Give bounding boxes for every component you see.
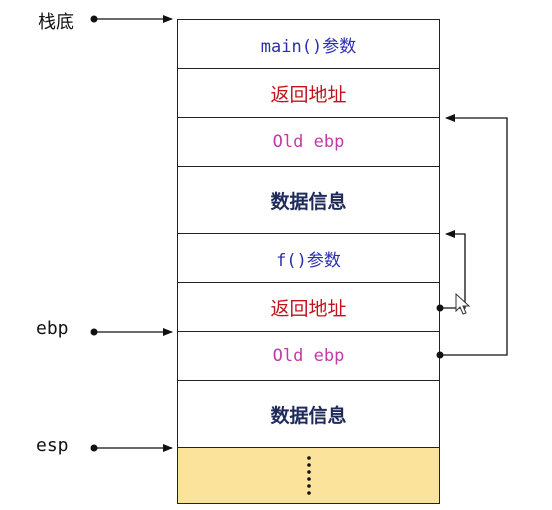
vertical-ellipsis-icon [306, 455, 311, 495]
stack-cell-data-info-2: 数据信息 [177, 381, 440, 448]
f-params-text: f()参数 [276, 250, 341, 271]
stack-cell-continuation [177, 448, 440, 504]
return-address-1-text: 返回地址 [270, 83, 347, 106]
old-ebp-2-text: Old ebp [272, 346, 345, 366]
stack-bottom-pointer-arrow [90, 15, 173, 23]
esp-label: esp [36, 435, 69, 456]
old-ebp-link-arrow [436, 114, 508, 359]
stack-cell-main-params: main()参数 [177, 19, 440, 69]
mouse-cursor-icon [455, 292, 471, 315]
stack-cell-return-address-1: 返回地址 [177, 69, 440, 118]
stack-cell-data-info-1: 数据信息 [177, 167, 440, 234]
ebp-pointer-arrow [90, 328, 173, 336]
ebp-label: ebp [36, 318, 69, 339]
esp-pointer-arrow [90, 444, 173, 452]
stack-cell-old-ebp-1: Old ebp [177, 118, 440, 167]
old-ebp-1-text: Old ebp [272, 132, 345, 152]
return-address-2-text: 返回地址 [270, 297, 347, 320]
stack-bottom-label: 栈底 [38, 12, 74, 33]
data-info-2-text: 数据信息 [270, 404, 347, 427]
return-address-link-arrow [436, 230, 466, 312]
stack-cell-f-params: f()参数 [177, 234, 440, 283]
main-params-text: main()参数 [260, 36, 357, 57]
data-info-1-text: 数据信息 [270, 190, 347, 213]
